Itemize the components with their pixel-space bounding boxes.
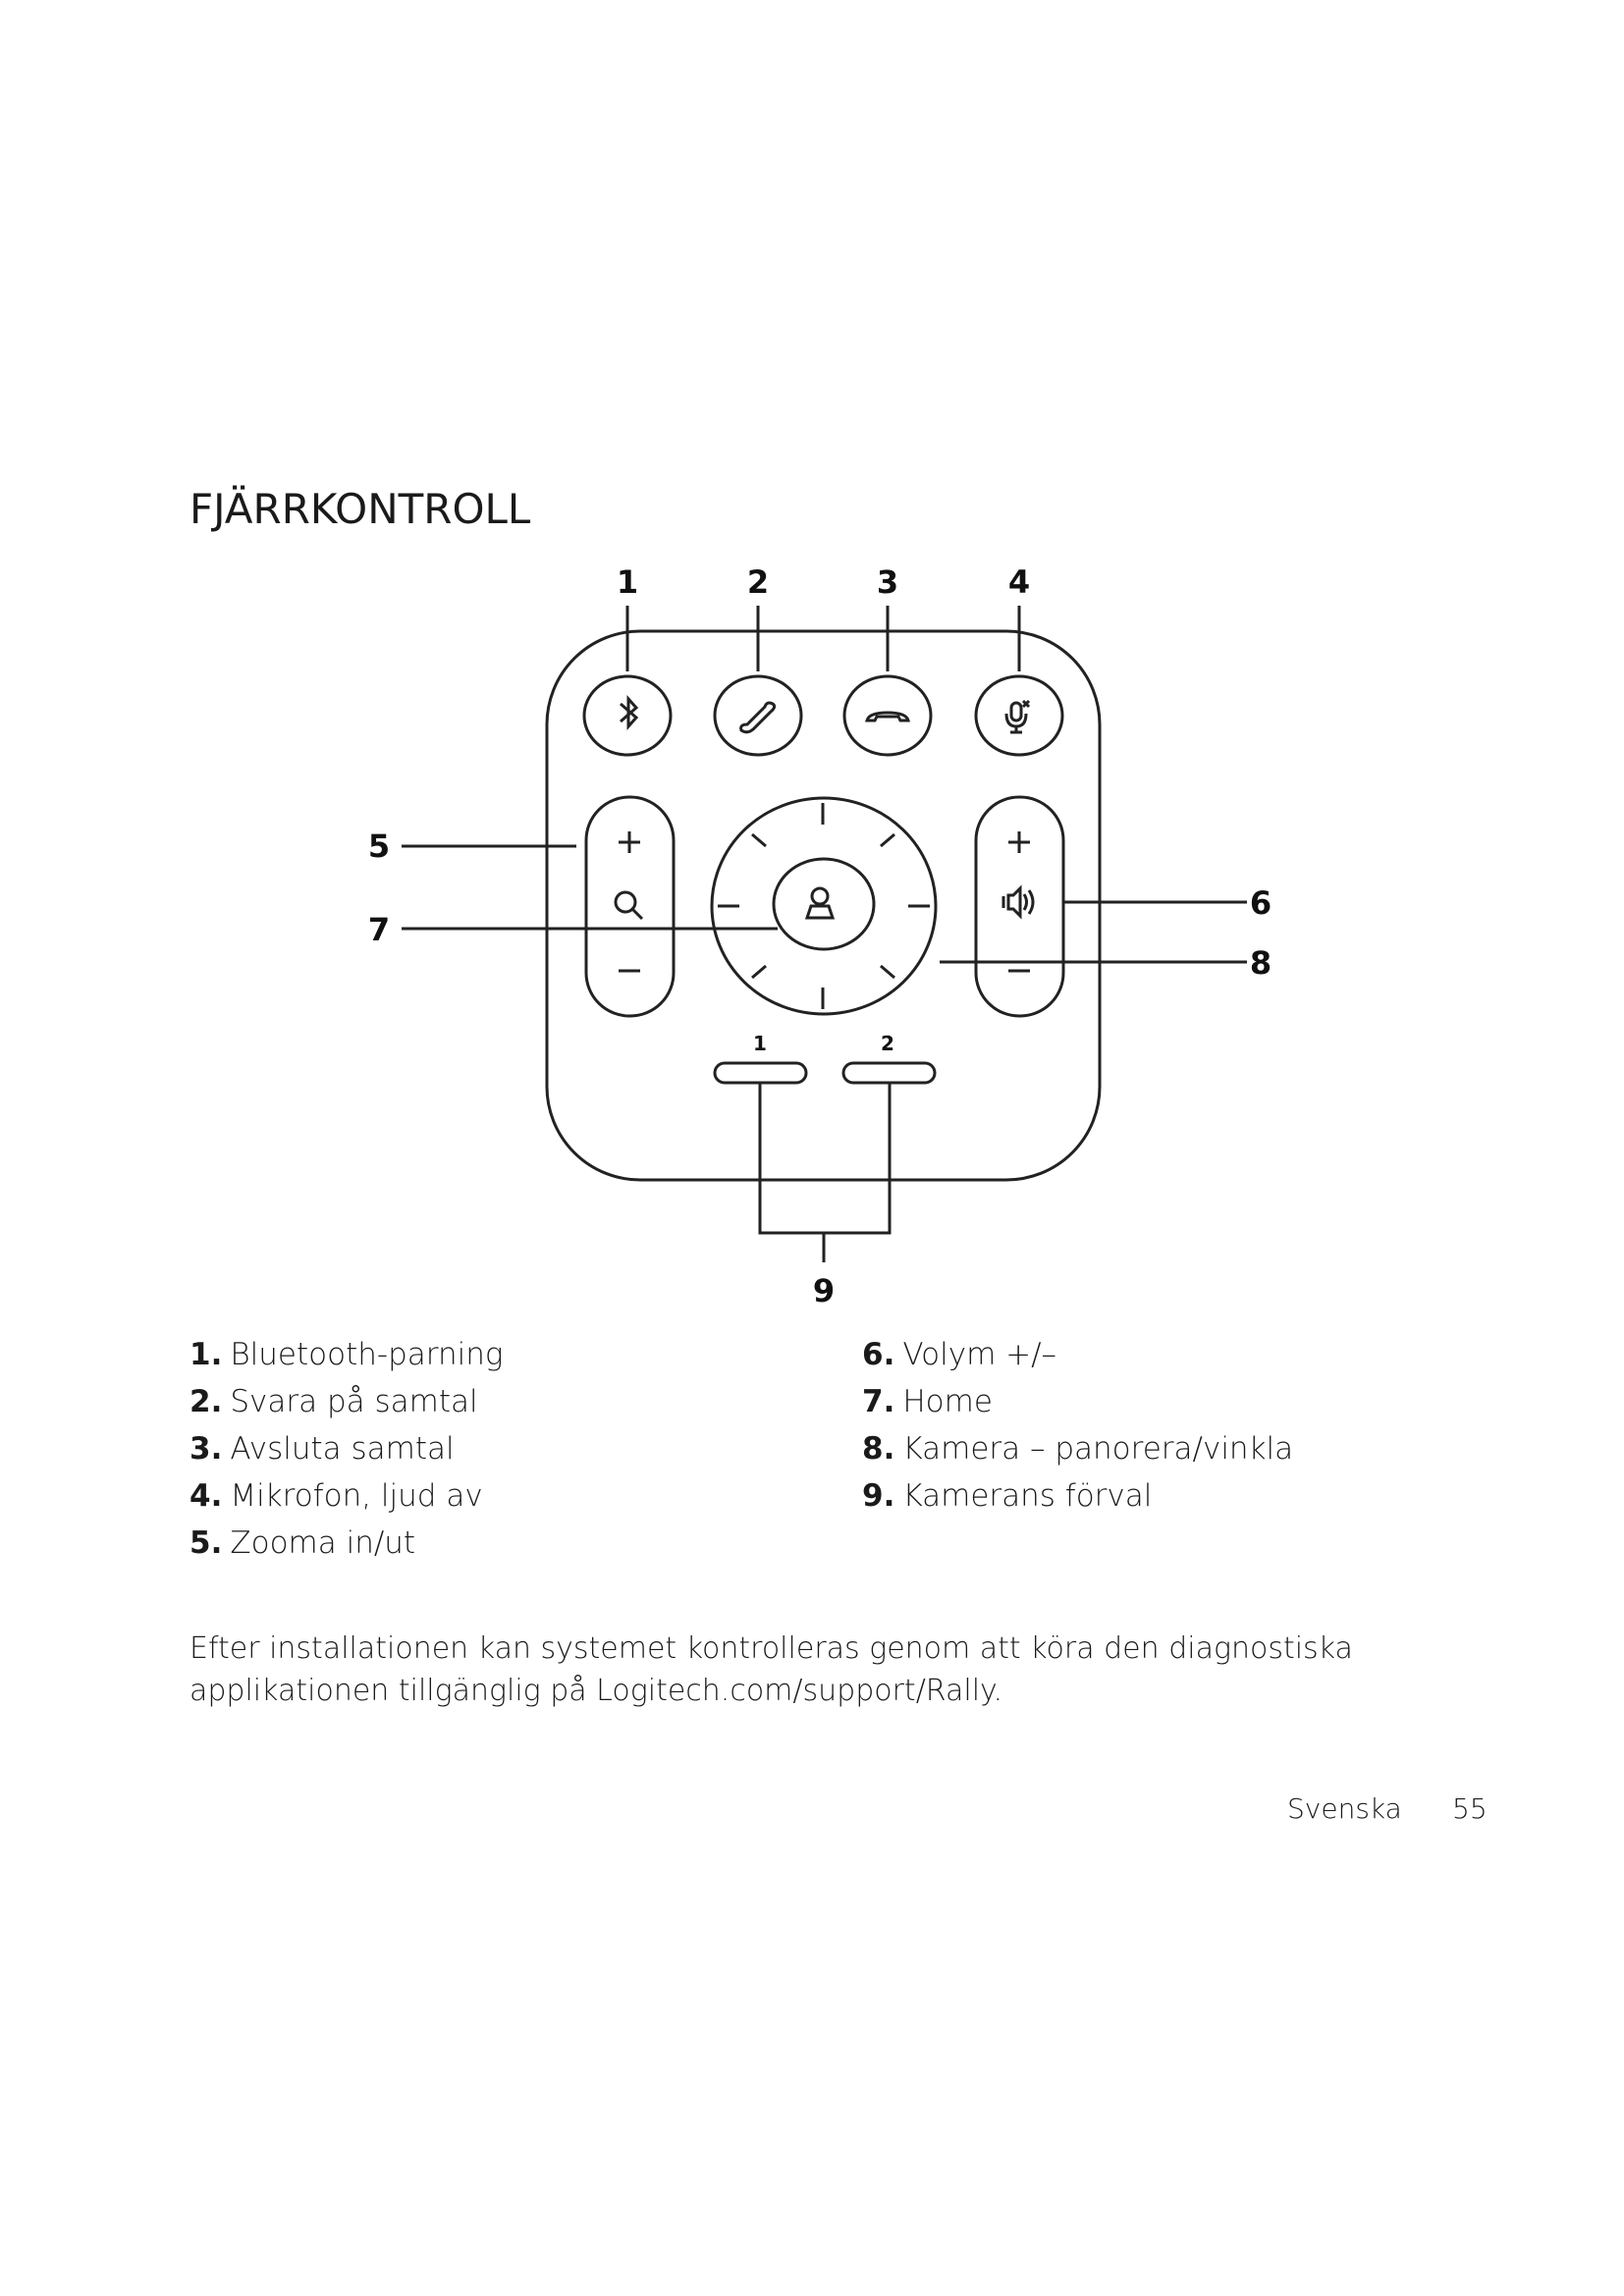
legend-item-5: 5.Zooma in/ut bbox=[189, 1525, 416, 1561]
zoom-rocker bbox=[584, 795, 676, 1018]
mic-mute-icon bbox=[1004, 699, 1031, 734]
remote-body bbox=[545, 629, 1102, 1182]
page-title: FJÄRRKONTROLL bbox=[189, 485, 531, 533]
camera-dpad bbox=[710, 796, 938, 1016]
callout-4: 4 bbox=[1008, 563, 1030, 601]
preset-2-button bbox=[841, 1061, 937, 1085]
callout-1: 1 bbox=[617, 563, 638, 601]
volume-plus-icon bbox=[1008, 831, 1030, 853]
legend-item-9: 9.Kamerans förval bbox=[862, 1478, 1153, 1514]
legend-item-7: 7.Home bbox=[862, 1384, 993, 1419]
callout-9: 9 bbox=[813, 1272, 835, 1309]
preset-1-label: 1 bbox=[753, 1032, 767, 1055]
footer-language: Svenska bbox=[1287, 1792, 1402, 1825]
legend-item-1: 1.Bluetooth-parning bbox=[189, 1337, 504, 1372]
callout-6: 6 bbox=[1250, 884, 1272, 922]
callout-2: 2 bbox=[747, 563, 769, 601]
end-call-button bbox=[842, 674, 933, 757]
callout-5: 5 bbox=[368, 828, 390, 865]
legend-item-8: 8.Kamera – panorera/vinkla bbox=[862, 1431, 1294, 1467]
callout-3: 3 bbox=[877, 563, 898, 601]
callout-lines bbox=[402, 606, 1247, 1262]
volume-icon bbox=[1001, 884, 1035, 920]
bluetooth-button bbox=[582, 674, 673, 757]
preset-2-label: 2 bbox=[881, 1032, 894, 1055]
info-paragraph: Efter installationen kan systemet kontro… bbox=[189, 1631, 1353, 1708]
phone-hangup-icon bbox=[865, 711, 910, 722]
legend-item-2: 2.Svara på samtal bbox=[189, 1384, 478, 1419]
mic-mute-button bbox=[974, 674, 1064, 757]
bluetooth-icon bbox=[620, 695, 639, 730]
page-number: 55 bbox=[1452, 1792, 1488, 1825]
answer-call-button bbox=[713, 674, 803, 757]
zoom-icon bbox=[614, 890, 644, 921]
legend-item-6: 6.Volym +/– bbox=[862, 1337, 1057, 1372]
volume-rocker bbox=[974, 795, 1065, 1018]
dpad-ticks bbox=[718, 803, 930, 1009]
callout-8: 8 bbox=[1250, 944, 1272, 982]
phone-answer-icon bbox=[739, 701, 777, 734]
zoom-plus-icon bbox=[619, 831, 640, 853]
legend-item-3: 3.Avsluta samtal bbox=[189, 1431, 455, 1467]
callout-7: 7 bbox=[368, 911, 390, 948]
home-camera-icon bbox=[804, 886, 836, 920]
preset-1-button bbox=[713, 1061, 808, 1085]
legend-item-4: 4.Mikrofon, ljud av bbox=[189, 1478, 483, 1514]
